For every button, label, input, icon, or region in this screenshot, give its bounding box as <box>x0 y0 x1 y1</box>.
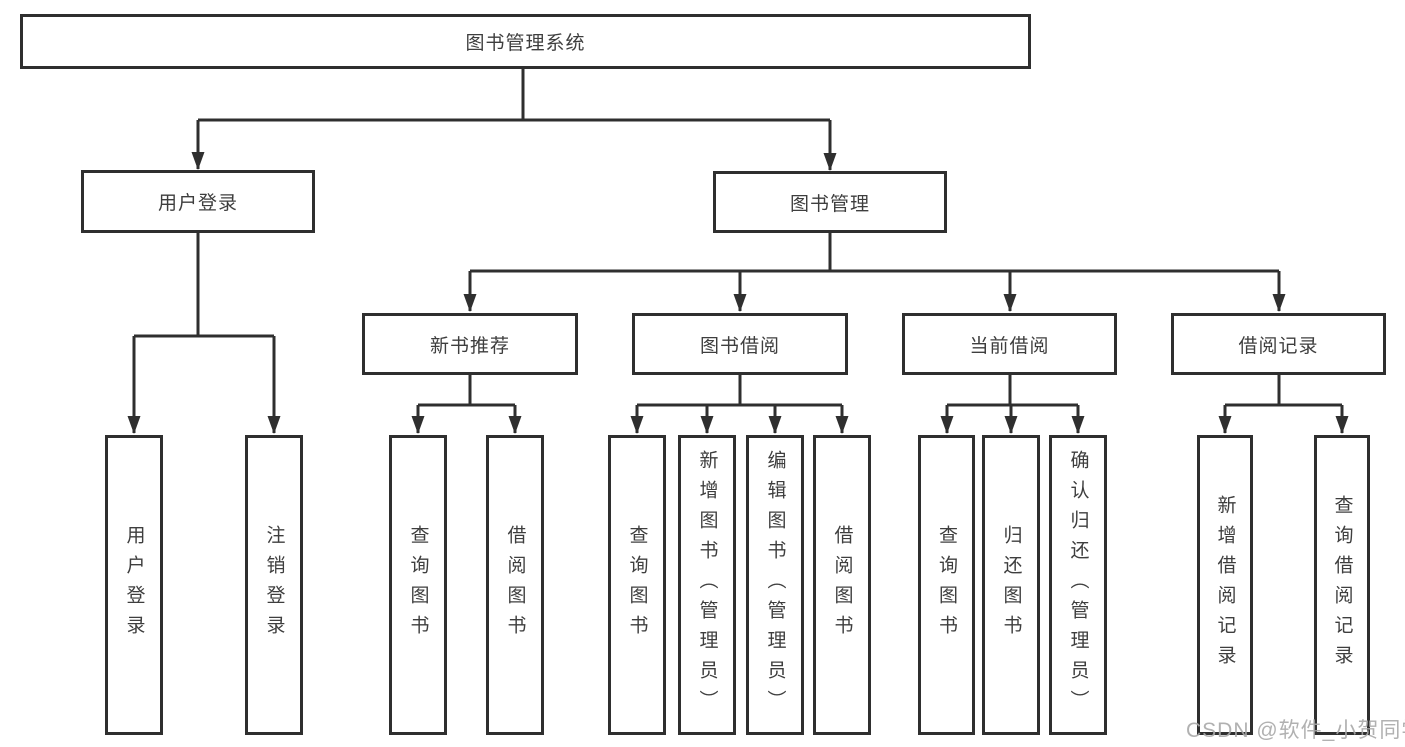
leaf-add-books-admin: 新增图书（管理员） <box>678 435 736 735</box>
leaf-confirm-return-admin: 确认归还（管理员） <box>1049 435 1107 735</box>
node-book-borrow: 图书借阅 <box>632 313 848 375</box>
node-label: 查询图书 <box>936 525 957 645</box>
connector-book-borrow-children <box>630 375 849 434</box>
node-label: 图书借阅 <box>699 335 780 357</box>
node-root-library-system: 图书管理系统 <box>20 14 1031 69</box>
node-label: 用户登录 <box>157 193 238 214</box>
node-label: 编辑图书（管理员） <box>764 450 786 720</box>
leaf-query-books-recommend: 查询图书 <box>389 435 447 735</box>
leaf-query-books-borrow: 查询图书 <box>608 435 666 735</box>
connector-new-book-children <box>411 375 522 434</box>
node-label: 当前借阅 <box>969 335 1050 357</box>
node-label: 图书管理 <box>789 193 870 215</box>
node-borrow-records: 借阅记录 <box>1171 313 1386 375</box>
leaf-borrow-books: 借阅图书 <box>813 435 871 735</box>
node-label: 用户登录 <box>123 525 145 645</box>
node-user-login: 用户登录 <box>81 170 315 233</box>
leaf-user-login: 用户登录 <box>105 435 163 735</box>
node-label: 归还图书 <box>1000 525 1022 645</box>
leaf-add-borrow-record: 新增借阅记录 <box>1197 435 1253 735</box>
node-label: 新书推荐 <box>429 335 510 357</box>
node-label: 借阅图书 <box>831 525 853 645</box>
leaf-logout: 注销登录 <box>245 435 303 735</box>
connector-root-to-level2 <box>191 69 837 171</box>
leaf-borrow-books-recommend: 借阅图书 <box>486 435 544 735</box>
leaf-return-books: 归还图书 <box>982 435 1040 735</box>
node-label: 查询图书 <box>626 525 648 645</box>
node-label: 新增借阅记录 <box>1214 495 1236 675</box>
node-label: 借阅图书 <box>504 525 526 645</box>
node-current-borrow: 当前借阅 <box>902 313 1117 375</box>
csdn-watermark: CSDN @软件_小贺同学 <box>1186 719 1405 742</box>
node-new-book-recommend: 新书推荐 <box>362 313 578 375</box>
connector-book-management-children <box>463 233 1286 312</box>
leaf-edit-books-admin: 编辑图书（管理员） <box>746 435 804 735</box>
node-label: 确认归还（管理员） <box>1067 450 1089 720</box>
node-label: 借阅记录 <box>1238 335 1319 357</box>
node-label: 查询图书 <box>407 525 429 645</box>
connector-borrow-records-children <box>1218 375 1349 434</box>
connector-current-borrow-children <box>940 375 1085 434</box>
node-label: 新增图书（管理员） <box>696 450 718 720</box>
node-book-management: 图书管理 <box>713 171 947 233</box>
node-label: 注销登录 <box>263 525 285 645</box>
leaf-query-books-current: 查询图书 <box>918 435 975 735</box>
node-label: 查询借阅记录 <box>1331 495 1353 675</box>
node-label: 图书管理系统 <box>465 33 586 54</box>
connector-user-login-children <box>127 233 281 434</box>
leaf-query-borrow-record: 查询借阅记录 <box>1314 435 1370 735</box>
